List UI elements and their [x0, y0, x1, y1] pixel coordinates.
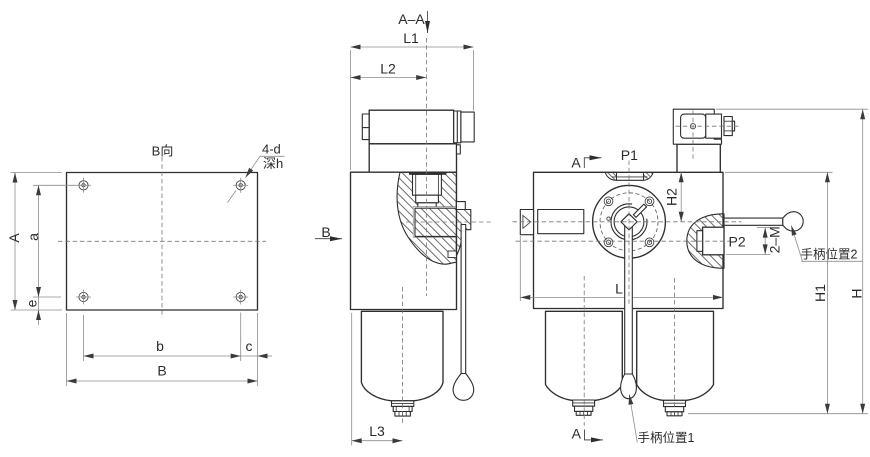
section-handle: [452, 223, 475, 401]
section-handle-knob: [452, 372, 475, 401]
section-side-boss: [455, 201, 472, 257]
section-marker-bottom-label: A: [572, 426, 582, 442]
section-marker-top-label: A: [571, 155, 581, 171]
dim-a: a: [25, 184, 76, 298]
port-p1: [604, 171, 654, 181]
handle-position2: [723, 211, 804, 232]
dim-e: e: [24, 297, 41, 325]
dim-b: b: [83, 312, 242, 361]
valve-tube: [368, 143, 461, 173]
handle-label-1: 手柄位置1: [628, 394, 695, 445]
dim-b-label: b: [156, 338, 164, 354]
hole-note: 4-d 深h: [227, 142, 285, 203]
dim-B-label: B: [157, 363, 166, 379]
dim-H-label: H: [848, 288, 864, 298]
section-marker-bottom: A: [572, 426, 603, 443]
dim-c-label: c: [246, 338, 253, 354]
plate-hole-bottom-right: [233, 289, 249, 305]
dim-e-label: e: [24, 299, 40, 307]
dim-B: B: [66, 313, 258, 386]
dim-L1-label: L1: [403, 30, 419, 46]
dim-L3-label: L3: [369, 423, 385, 439]
dim-L2: L2: [350, 61, 427, 80]
view-B-marker: B: [315, 224, 342, 242]
dim-L3: L3: [351, 313, 403, 446]
hole-note-line1: 4-d: [262, 142, 281, 157]
handle1-knob: [620, 373, 637, 400]
plate-view-label: B向: [152, 144, 174, 159]
dim-a-label: a: [25, 233, 41, 241]
flange-bolt-holes: [603, 196, 655, 248]
dim-A-label: A: [6, 233, 22, 243]
view-B-label: B: [321, 224, 330, 240]
front-view: L 手柄位置2 手柄位置1 2–: [512, 108, 868, 445]
handle-position1-label: 手柄位置1: [638, 430, 695, 445]
front-drain-plug-left: [572, 399, 596, 416]
plate-view: A a e b c: [6, 142, 285, 386]
dim-H: H: [688, 108, 868, 415]
dim-L1: L1: [350, 30, 474, 170]
front-solenoid: [672, 108, 741, 173]
port-p1-label: P1: [621, 147, 638, 163]
handle-label-2: 手柄位置2: [790, 225, 863, 262]
front-bowl-right: [636, 310, 715, 417]
section-label: A–A: [398, 11, 425, 27]
dim-H1-label: H1: [812, 284, 828, 302]
plate-hole-top-left: [76, 177, 91, 193]
plate-hole-top-right: [233, 177, 249, 193]
dim-H1: H1: [725, 171, 833, 414]
bolt-circle: [599, 192, 659, 252]
flange-pointer: [632, 203, 648, 218]
handle-position2-label: 手柄位置2: [801, 247, 858, 262]
solenoid-side: [361, 109, 475, 145]
dim-H2: H2: [664, 172, 684, 222]
dim-H2-label: H2: [664, 188, 680, 206]
flange-stop-arc: [610, 203, 648, 241]
dim-c: c: [240, 338, 272, 359]
dim-L-label: L: [615, 281, 623, 297]
dim-L2-label: L2: [380, 61, 396, 77]
section-view: A–A L1 L2: [315, 11, 491, 446]
section-marker-top: A: [571, 155, 602, 171]
dim-L: L: [519, 236, 723, 301]
dim-2M: 2–M: [726, 226, 783, 255]
front-bowl-left: [544, 310, 623, 416]
port-p2-label: P2: [729, 234, 746, 250]
section-plug: [409, 172, 447, 209]
handle2-knob: [782, 211, 804, 232]
hole-note-line2: 深h: [263, 156, 283, 171]
plate-hole-bottom-left: [76, 289, 91, 305]
dim-2M-label: 2–M: [767, 226, 783, 253]
